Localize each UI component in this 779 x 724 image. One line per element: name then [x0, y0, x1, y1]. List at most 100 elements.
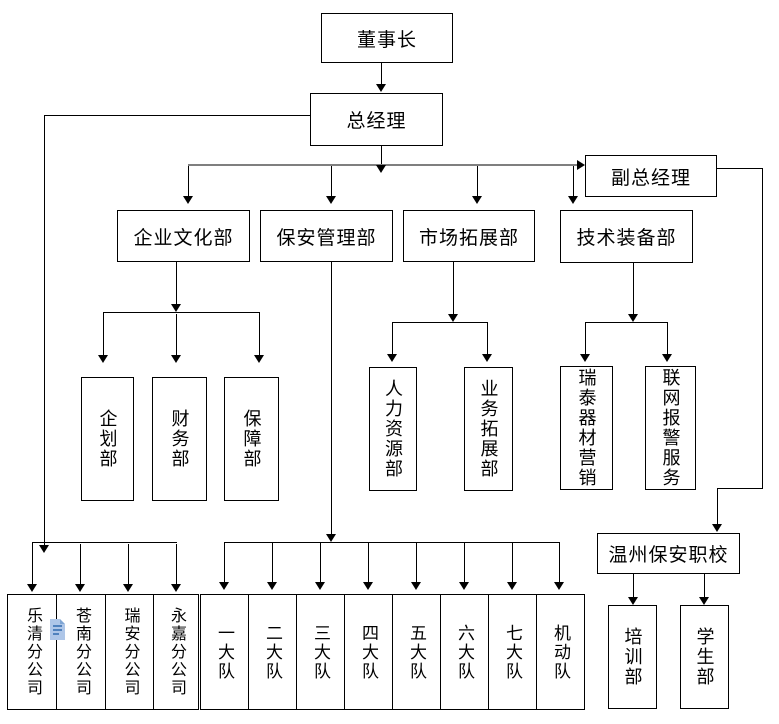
node-label: 三大队 — [311, 623, 330, 681]
node-network-alarm-service: 联网报警服务 — [645, 366, 696, 490]
connector-line — [224, 542, 560, 543]
node-label: 七大队 — [503, 623, 522, 681]
arrow-down-icon — [507, 582, 517, 590]
node-planning-dept: 企划部 — [81, 377, 134, 501]
connector-line — [704, 574, 705, 597]
arrow-down-icon — [183, 196, 193, 204]
node-training-dept: 培训部 — [608, 605, 657, 709]
node-corporate-culture-dept: 企业文化部 — [117, 210, 250, 262]
connector-line — [762, 168, 763, 489]
node-label: 苍南分公司 — [73, 607, 90, 697]
node-label: 机动队 — [551, 623, 570, 681]
connector-line — [717, 168, 763, 169]
node-wenzhou-security-school: 温州保安职校 — [597, 533, 740, 574]
arrow-down-icon — [472, 196, 482, 204]
arrow-down-icon — [387, 354, 397, 362]
connector-line — [176, 262, 177, 304]
connector-line — [453, 262, 454, 314]
arrow-down-icon — [376, 84, 386, 92]
node-tech-equipment-dept: 技术装备部 — [560, 210, 693, 263]
node-label: 一大队 — [215, 623, 234, 681]
connector-line — [559, 542, 560, 582]
node-squad-3: 三大队 — [296, 594, 345, 710]
arrow-down-icon — [363, 582, 373, 590]
connector-line — [368, 542, 369, 582]
node-label: 保障部 — [241, 409, 262, 469]
arrow-right-icon — [577, 160, 585, 170]
node-squad-5: 五大队 — [392, 594, 441, 710]
connector-line — [128, 544, 129, 584]
embedded-document-icon[interactable] — [50, 619, 65, 640]
node-deputy-general-manager: 副总经理 — [585, 155, 717, 197]
connector-line — [381, 63, 382, 84]
connector-line — [103, 312, 260, 313]
node-ruian-branch: 瑞安分公司 — [105, 594, 154, 710]
node-finance-dept: 财务部 — [152, 377, 207, 501]
arrow-down-icon — [315, 582, 325, 590]
arrow-down-icon — [326, 196, 336, 204]
node-label: 永嘉分公司 — [168, 607, 185, 697]
connector-line — [188, 166, 189, 196]
node-label: 财务部 — [169, 409, 190, 469]
node-label: 企划部 — [97, 409, 118, 469]
arrow-down-icon — [75, 584, 85, 592]
node-label: 瑞安分公司 — [121, 607, 139, 697]
node-yongjia-branch: 永嘉分公司 — [153, 594, 199, 710]
connector-line — [667, 322, 668, 354]
connector-line — [381, 146, 382, 165]
arrow-down-icon — [628, 314, 638, 322]
arrow-down-icon — [482, 354, 492, 362]
arrow-down-icon — [459, 582, 469, 590]
connector-line — [331, 262, 332, 534]
connector-line — [573, 166, 574, 196]
node-label: 六大队 — [455, 623, 474, 681]
arrow-down-icon — [27, 584, 37, 592]
connector-line — [176, 314, 177, 355]
connector-line — [80, 544, 81, 584]
connector-line — [103, 312, 104, 355]
arrow-down-icon — [254, 355, 264, 363]
connector-line — [633, 263, 634, 314]
arrow-down-icon — [39, 545, 49, 553]
node-market-expansion-dept: 市场拓展部 — [403, 210, 535, 262]
node-support-dept: 保障部 — [224, 377, 279, 501]
arrow-down-icon — [98, 355, 108, 363]
node-yueqing-branch: 乐清分公司 — [7, 594, 57, 710]
connector-line — [487, 322, 488, 354]
arrow-down-icon — [568, 196, 578, 204]
connector-line — [44, 115, 45, 545]
node-squad-2: 二大队 — [248, 594, 297, 710]
node-label: 业务拓展部 — [478, 379, 499, 479]
connector-line — [392, 322, 393, 354]
connector-line — [512, 542, 513, 582]
connector-line — [224, 542, 225, 582]
node-label: 人力资源部 — [383, 379, 403, 479]
node-general-manager: 总经理 — [310, 93, 443, 146]
arrow-down-icon — [326, 534, 336, 542]
connector-line — [392, 322, 488, 323]
connector-line — [32, 542, 177, 543]
node-ruitai-equipment-marketing: 瑞泰器材营销 — [560, 366, 613, 490]
node-squad-7: 七大队 — [488, 594, 537, 710]
arrow-down-icon — [267, 582, 277, 590]
node-business-expansion-dept: 业务拓展部 — [464, 367, 513, 491]
node-security-management-dept: 保安管理部 — [260, 210, 393, 262]
node-mobile-squad: 机动队 — [536, 594, 585, 710]
arrow-down-icon — [171, 304, 181, 312]
connector-line — [585, 322, 586, 354]
node-label: 联网报警服务 — [660, 368, 681, 488]
node-label: 五大队 — [407, 623, 426, 681]
connector-line — [320, 542, 321, 582]
arrow-down-icon — [171, 584, 181, 592]
connector-line — [633, 574, 634, 597]
node-label: 瑞泰器材营销 — [576, 368, 597, 488]
connector-line — [331, 166, 332, 196]
arrow-down-icon — [662, 354, 672, 362]
connector-line — [585, 322, 668, 323]
connector-line — [717, 488, 763, 489]
arrow-down-icon — [699, 597, 709, 605]
connector-line — [176, 544, 177, 584]
arrow-down-icon — [580, 354, 590, 362]
arrow-down-icon — [554, 582, 564, 590]
arrow-down-icon — [171, 355, 181, 363]
